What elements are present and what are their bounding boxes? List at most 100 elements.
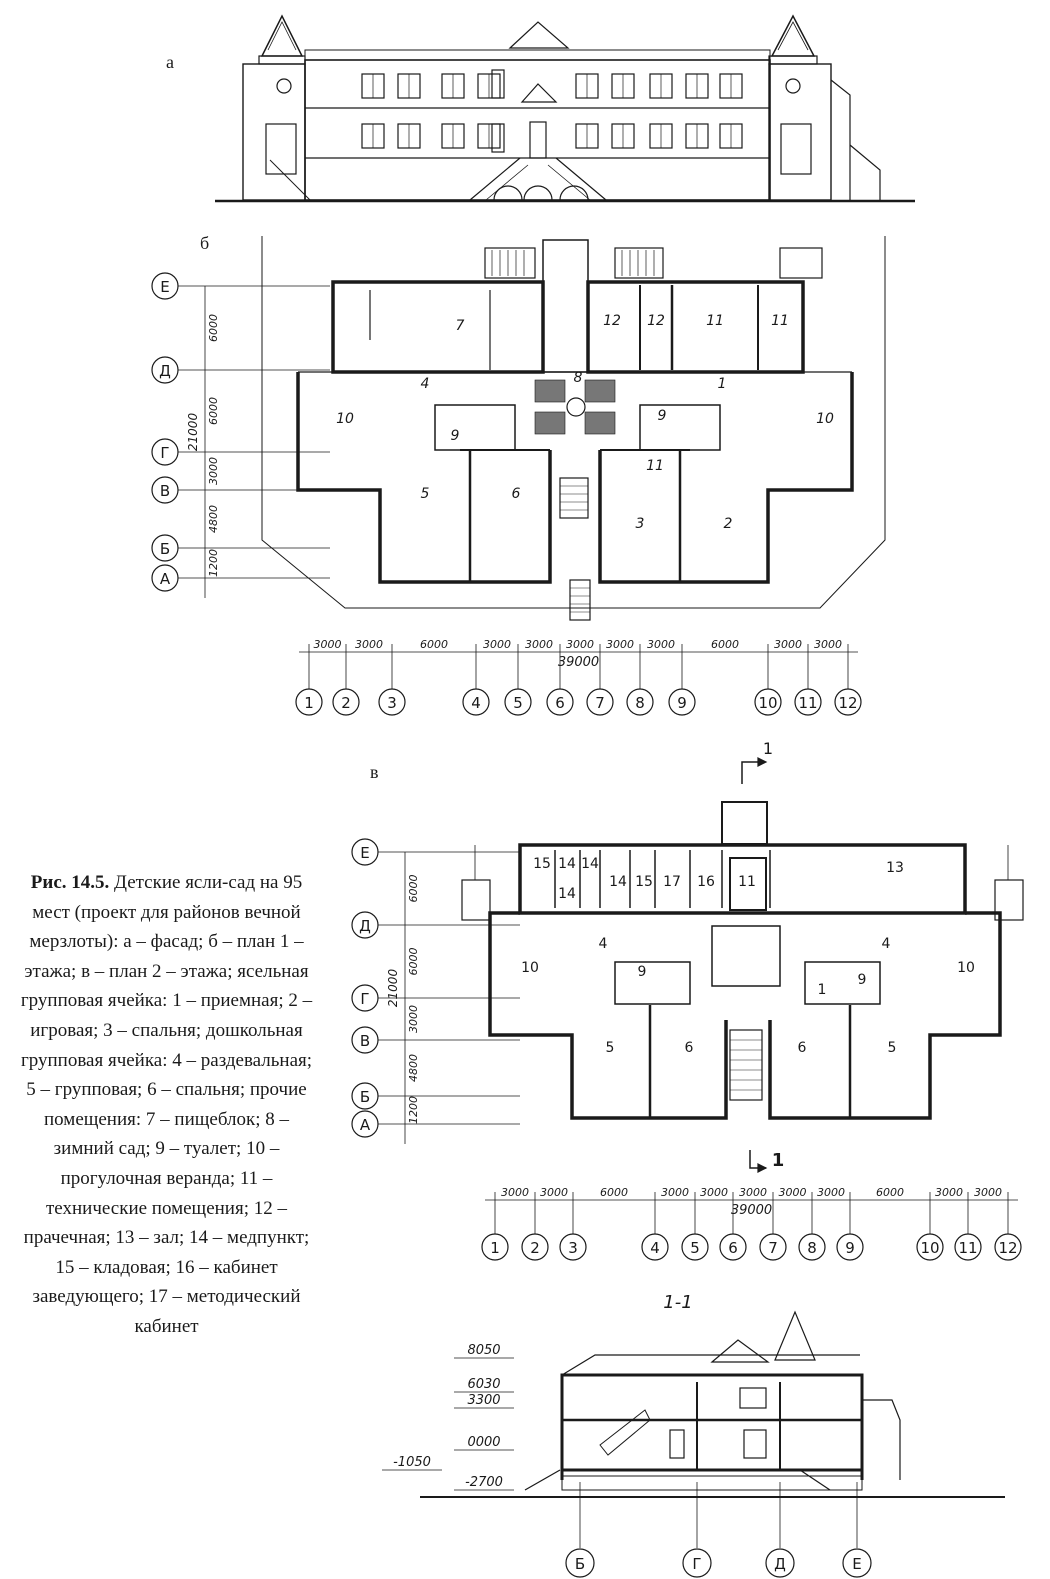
room-label: 4 — [421, 376, 430, 392]
room-label: 13 — [886, 860, 904, 876]
dimension-label: 3000 — [779, 1186, 807, 1199]
axis-label-column: 6 — [555, 694, 565, 712]
dimension-label: 3000 — [935, 1186, 963, 1199]
figure-number: Рис. 14.5. — [30, 872, 110, 893]
axis-label-column: 2 — [530, 1239, 540, 1257]
room-label: 11 — [646, 458, 664, 474]
axis-label-column: 9 — [845, 1239, 855, 1257]
dimension-label: 6000 — [407, 875, 420, 903]
facade-window — [491, 123, 505, 153]
room-label: 14 — [609, 874, 627, 890]
room-label: 14 — [558, 856, 576, 872]
room-label: 16 — [697, 874, 715, 890]
dimension-label: 6000 — [876, 1186, 904, 1199]
axis-label-column: 5 — [690, 1239, 700, 1257]
room-label: 14 — [558, 886, 576, 902]
axis-label-column: 10 — [920, 1239, 939, 1257]
axis-label-section: Д — [774, 1555, 786, 1573]
axis-label-row: В — [360, 1032, 370, 1050]
axis-label-column: 12 — [998, 1239, 1017, 1257]
panel-label-b: б — [200, 233, 210, 253]
room-label: 9 — [451, 428, 460, 444]
dimension-label: 3000 — [817, 1186, 845, 1199]
panel-label-v: в — [370, 762, 379, 782]
axis-label-column: 3 — [387, 694, 397, 712]
room-label: 9 — [858, 972, 867, 988]
room-label: 11 — [706, 313, 724, 329]
dimension-label: 3000 — [647, 638, 675, 651]
panel-label-a: а — [166, 52, 174, 72]
axis-label-column: 4 — [650, 1239, 660, 1257]
dimension-label: 3000 — [483, 638, 511, 651]
room-label: 6 — [798, 1040, 807, 1056]
axis-label-section: Б — [575, 1555, 585, 1573]
room-label: 7 — [456, 318, 465, 334]
dimension-total: 21000 — [186, 413, 200, 452]
dimension-label: 6000 — [207, 314, 220, 342]
room-label: 11 — [738, 874, 756, 890]
figure-caption: Рис. 14.5. Детские ясли-сад на 95 мест (… — [14, 868, 319, 1342]
axis-label-column: 11 — [958, 1239, 977, 1257]
axis-bubble-section — [682, 1548, 712, 1578]
figure-caption-text: Детские ясли-сад на 95 мест (проект для … — [20, 872, 313, 1337]
axis-label-column: 1 — [490, 1239, 500, 1257]
elevation-mark: -2700 — [465, 1475, 503, 1490]
elevation-mark: -1050 — [393, 1455, 431, 1470]
axis-bubble-section — [565, 1548, 595, 1578]
axis-label-column: 7 — [768, 1239, 778, 1257]
dimension-label: 3000 — [207, 457, 220, 485]
axis-label-column: 2 — [341, 694, 351, 712]
elevation-mark: 0000 — [467, 1435, 500, 1450]
axis-label-column: 1 — [304, 694, 314, 712]
elevation-mark: 3300 — [467, 1393, 500, 1408]
dimension-label: 6000 — [600, 1186, 628, 1199]
room-label: 1 — [818, 982, 827, 998]
room-label: 10 — [816, 411, 834, 427]
room-label: 12 — [647, 313, 665, 329]
axis-label-column: 4 — [471, 694, 481, 712]
axis-label-section: Е — [852, 1555, 861, 1573]
axis-label-column: 5 — [513, 694, 523, 712]
axis-label-column: 10 — [758, 694, 777, 712]
dimension-label: 4800 — [207, 505, 220, 533]
room-label: 2 — [724, 516, 733, 532]
dimension-label: 3000 — [606, 638, 634, 651]
facade-elevation — [215, 14, 915, 203]
elevation-mark: 6030 — [467, 1377, 500, 1392]
axis-label-column: 6 — [728, 1239, 738, 1257]
room-label: 8 — [574, 370, 583, 386]
axis-label-row: Б — [360, 1088, 370, 1106]
axis-label-row: Г — [160, 444, 169, 462]
axis-label-row: А — [360, 1116, 371, 1134]
dimension-label: 3000 — [501, 1186, 529, 1199]
room-label: 9 — [658, 408, 667, 424]
axis-label-row: Д — [159, 362, 171, 380]
axis-label-row: Д — [359, 917, 371, 935]
room-label: 15 — [533, 856, 551, 872]
dimension-label: 3000 — [739, 1186, 767, 1199]
axis-label-row: Е — [160, 278, 169, 296]
dimension-label: 6000 — [420, 638, 448, 651]
dimension-label: 3000 — [774, 638, 802, 651]
room-label: 10 — [957, 960, 975, 976]
room-label: 6 — [512, 486, 521, 502]
axis-label-row: Г — [360, 990, 369, 1008]
room-label: 1 — [718, 376, 727, 392]
dimension-label: 4800 — [407, 1054, 420, 1082]
axis-label-column: 7 — [595, 694, 605, 712]
axis-bubble-section — [842, 1548, 872, 1578]
room-label: 5 — [421, 486, 430, 502]
dimension-label: 6000 — [407, 948, 420, 976]
room-label: 11 — [771, 313, 789, 329]
axis-label-row: Б — [160, 540, 170, 558]
room-label: 14 — [581, 856, 599, 872]
room-label: 12 — [603, 313, 621, 329]
room-label: 15 — [635, 874, 653, 890]
axis-label-column: 11 — [798, 694, 817, 712]
axis-label-row: В — [160, 482, 170, 500]
dimension-label: 3000 — [355, 638, 383, 651]
